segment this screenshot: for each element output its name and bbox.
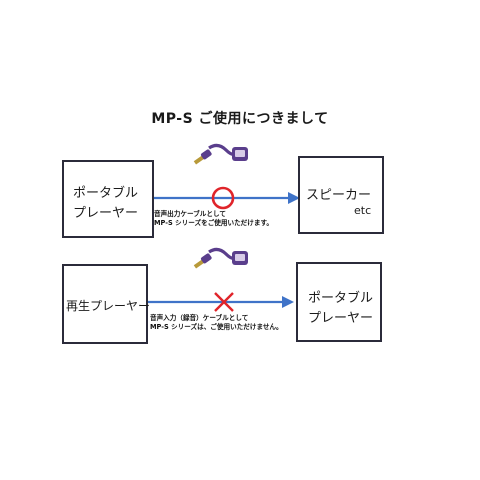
row2-caption: 音声入力（録音）ケーブルとして MP-S シリーズは、ご使用いただけません。: [150, 314, 283, 332]
target-box-line2: プレーヤー: [308, 311, 374, 326]
source-box-line2: プレーヤー: [73, 206, 139, 221]
input-arrow: [148, 296, 294, 308]
row1-caption-line2: MP-S シリーズをご使用いただけます。: [154, 219, 273, 227]
row2-caption-line1: 音声入力（録音）ケーブルとして: [150, 314, 249, 322]
target-box-portable-player: ポータブル プレーヤー: [296, 262, 382, 342]
page-title: MP-S ご使用につきまして: [151, 111, 329, 127]
target-box-speaker: スピーカー etc: [298, 156, 384, 234]
row1-caption-line1: 音声出力ケーブルとして: [154, 210, 226, 218]
ok-circle-mark: [211, 186, 235, 210]
target-box-line1: ポータブル: [308, 291, 374, 306]
cable-image: [193, 247, 248, 269]
source-box-line1: 再生プレーヤー: [66, 299, 151, 313]
source-box-portable-player: ポータブル プレーヤー: [62, 160, 154, 238]
cable-image: [193, 143, 248, 165]
target-box-line1: スピーカー: [306, 188, 372, 203]
row1-caption: 音声出力ケーブルとして MP-S シリーズをご使用いただけます。: [154, 210, 273, 228]
ng-cross-mark: [214, 292, 234, 312]
output-arrow: [154, 192, 300, 204]
source-box-line1: ポータブル: [73, 186, 139, 201]
source-box-playback-player: 再生プレーヤー: [62, 264, 151, 344]
row2-caption-line2: MP-S シリーズは、ご使用いただけません。: [150, 323, 283, 331]
target-box-line2: etc: [354, 204, 372, 217]
